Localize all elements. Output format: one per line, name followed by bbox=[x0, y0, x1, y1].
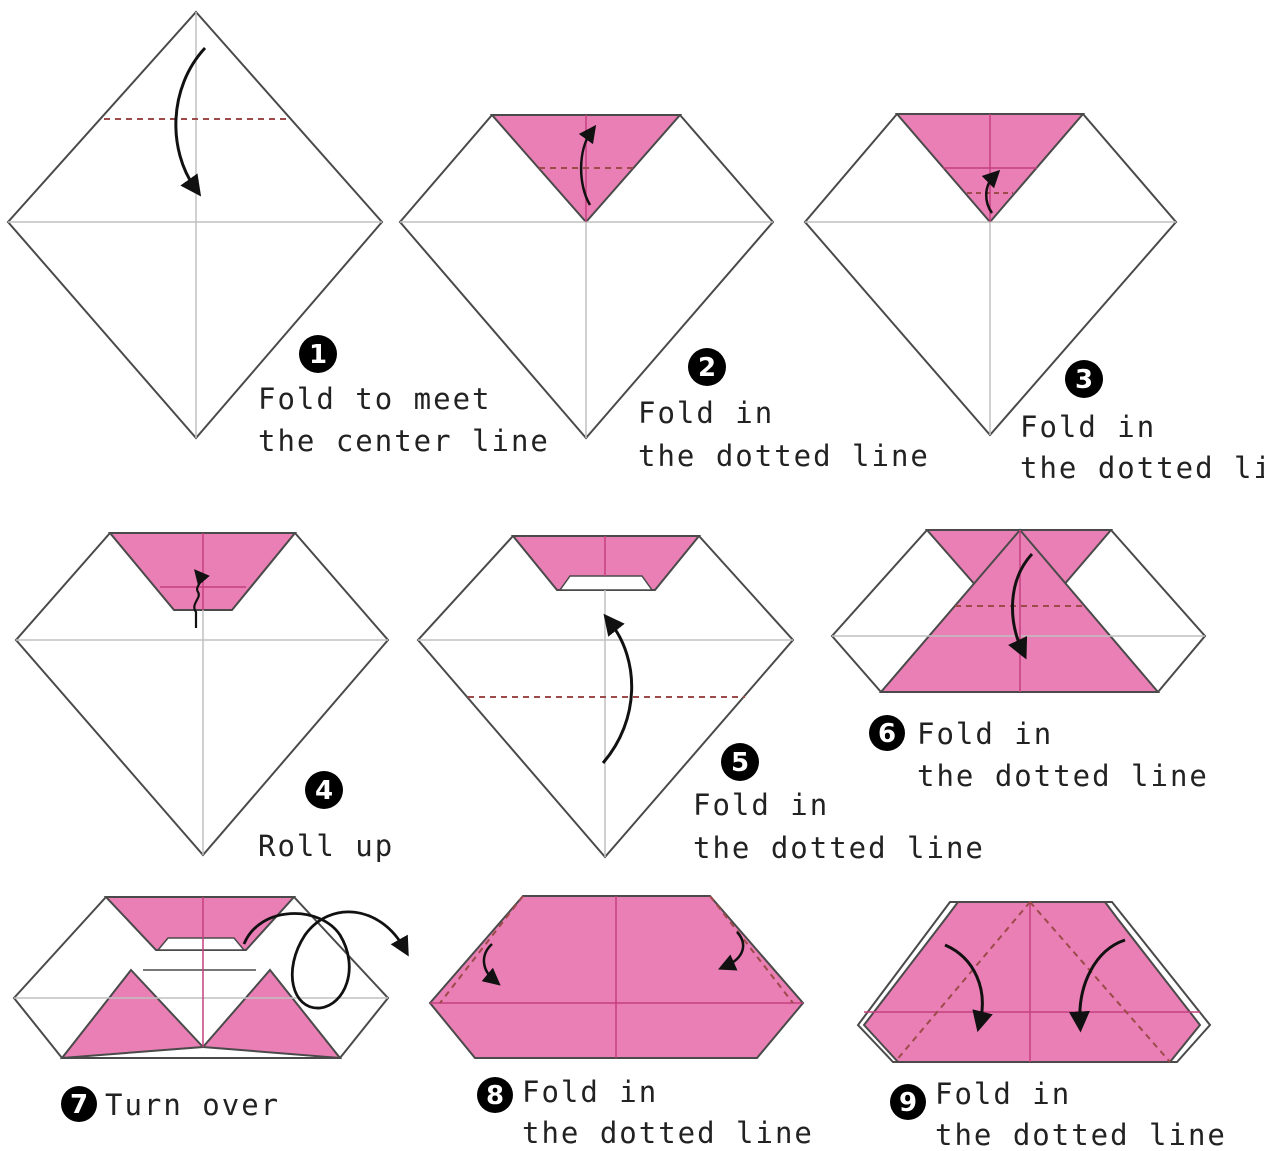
svg-text:9: 9 bbox=[899, 1088, 917, 1118]
step-8-caption-line1: Fold in bbox=[522, 1075, 658, 1109]
step-9-caption-line2: the dotted line bbox=[935, 1118, 1227, 1151]
step-5-badge: 5 bbox=[721, 743, 759, 781]
step-1-badge: 1 bbox=[299, 335, 337, 373]
step-9-badge: 9 bbox=[890, 1084, 926, 1120]
step-3-caption-line1: Fold in bbox=[1020, 410, 1156, 444]
svg-text:2: 2 bbox=[698, 353, 716, 383]
svg-text:1: 1 bbox=[309, 340, 327, 370]
step-3-caption-line2: the dotted line bbox=[1020, 451, 1264, 485]
svg-text:3: 3 bbox=[1075, 365, 1093, 395]
step-1-caption-line1: Fold to meet bbox=[258, 382, 492, 416]
step-4-badge: 4 bbox=[305, 771, 343, 809]
step-8-figure bbox=[430, 896, 803, 1058]
svg-text:7: 7 bbox=[70, 1090, 88, 1120]
step-3-figure bbox=[805, 114, 1176, 435]
step-5-caption-line1: Fold in bbox=[693, 788, 829, 822]
step-7-figure bbox=[14, 897, 404, 1058]
step-5-caption-line2: the dotted line bbox=[693, 831, 985, 865]
step-9-figure bbox=[858, 902, 1210, 1062]
step-9-caption-line1: Fold in bbox=[935, 1077, 1071, 1111]
svg-text:5: 5 bbox=[731, 748, 749, 778]
step-4-caption-line1: Roll up bbox=[258, 829, 394, 863]
step-8-caption-line2: the dotted line bbox=[522, 1116, 814, 1150]
step-2-badge: 2 bbox=[688, 348, 726, 386]
step-3-badge: 3 bbox=[1065, 360, 1103, 398]
step-6-badge: 6 bbox=[869, 715, 905, 751]
step-1-figure bbox=[8, 12, 382, 438]
step-2-caption-line2: the dotted line bbox=[638, 439, 930, 473]
step-8-badge: 8 bbox=[477, 1077, 513, 1113]
step-7-caption-line1: Turn over bbox=[105, 1088, 280, 1122]
step-6-caption-line1: Fold in bbox=[917, 717, 1053, 751]
step-7-badge: 7 bbox=[61, 1086, 97, 1122]
svg-text:6: 6 bbox=[878, 719, 896, 749]
step-2-caption-line1: Fold in bbox=[638, 396, 774, 430]
step-6-caption-line2: the dotted line bbox=[917, 759, 1209, 793]
step-1-caption-line2: the center line bbox=[258, 424, 550, 458]
step-6-figure bbox=[832, 530, 1205, 692]
svg-text:4: 4 bbox=[315, 776, 333, 806]
svg-text:8: 8 bbox=[486, 1081, 504, 1111]
